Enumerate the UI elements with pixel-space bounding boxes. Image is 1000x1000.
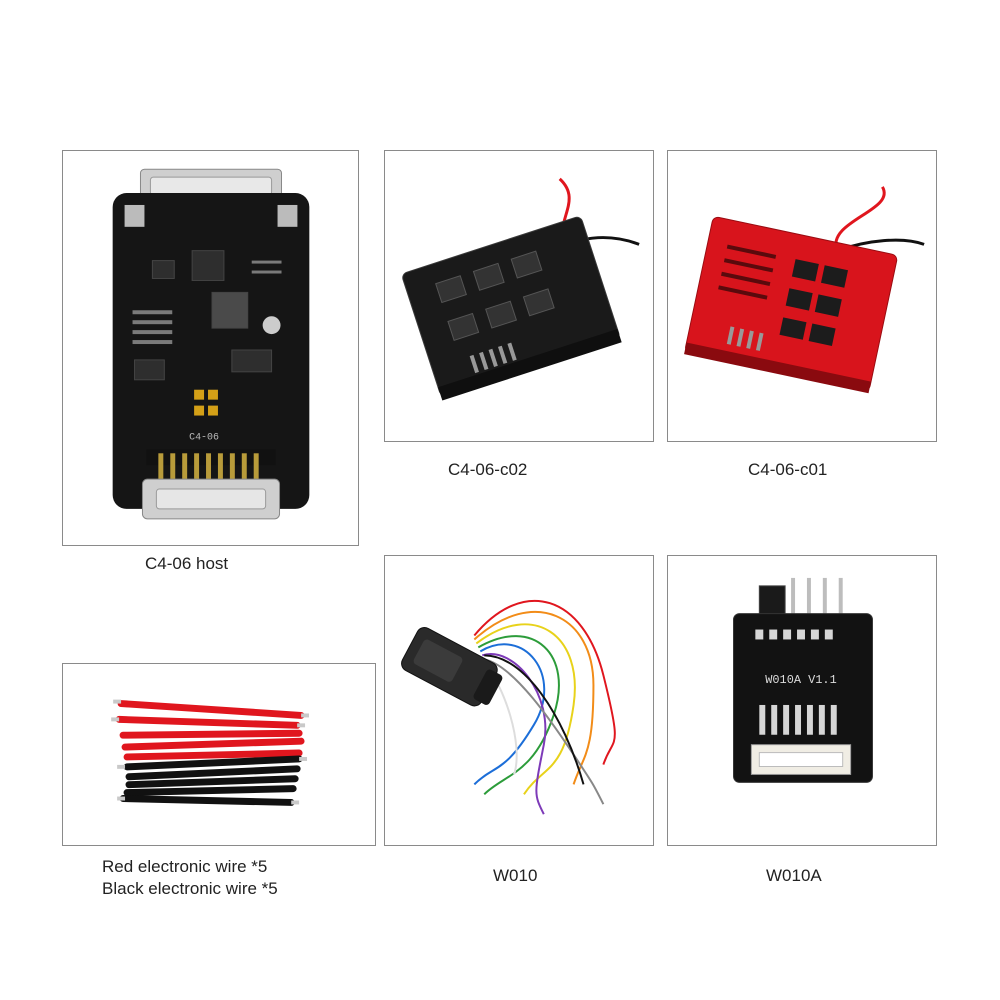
- product-panel-c4-06-c02: [384, 150, 654, 442]
- caption-w010a: W010A: [766, 866, 822, 885]
- product-panel-w010a: W010A V1.1: [667, 555, 937, 846]
- product-panel-wires: [62, 663, 376, 846]
- w010-image: [401, 599, 616, 815]
- c4-06-c01-image: [684, 186, 925, 394]
- c4-06-host-image: C4-06: [112, 168, 310, 520]
- caption-c4-06-c01: C4-06-c01: [748, 460, 828, 479]
- caption-w010: W010: [493, 866, 538, 885]
- product-panel-c4-06-c01: [667, 150, 937, 442]
- wires-image: [111, 699, 310, 806]
- product-panel-c4-06-host: C4-06: [62, 150, 359, 546]
- c4-06-c02-image: [402, 177, 640, 401]
- caption-c4-06-c02: C4-06-c02: [448, 460, 528, 479]
- product-panel-w010: [384, 555, 654, 846]
- w010a-image: W010A V1.1: [733, 577, 873, 783]
- host-silkscreen: C4-06: [189, 431, 219, 442]
- w010a-silkscreen: W010A V1.1: [765, 673, 836, 687]
- caption-wires-line2: Black electronic wire *5: [102, 879, 278, 898]
- caption-wires-line1: Red electronic wire *5: [102, 857, 268, 876]
- caption-c4-06-host: C4-06 host: [145, 554, 229, 573]
